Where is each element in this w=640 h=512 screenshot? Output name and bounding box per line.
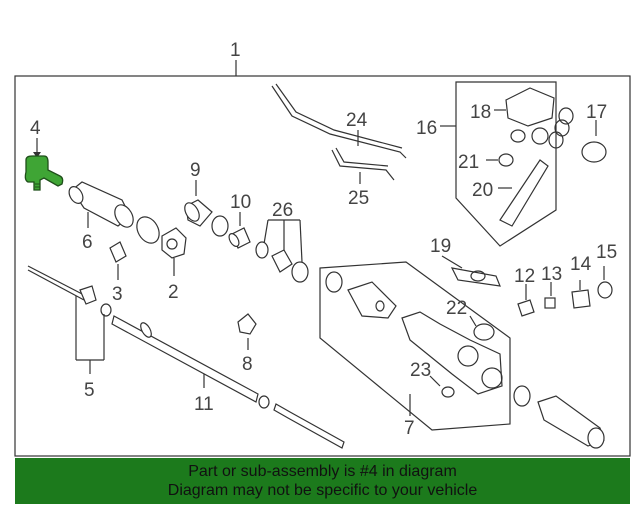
part-19-gasket bbox=[441, 255, 501, 287]
callout-14: 14 bbox=[570, 254, 592, 275]
part-4-tie-rod-end[interactable] bbox=[24, 138, 64, 191]
part-13-nut bbox=[544, 282, 556, 309]
callout-23: 23 bbox=[410, 360, 431, 381]
callout-25: 25 bbox=[348, 188, 369, 209]
right-boot bbox=[513, 385, 605, 449]
banner-line-2: Diagram may not be specific to your vehi… bbox=[167, 482, 478, 499]
part-10-bushing bbox=[228, 212, 251, 249]
callout-21: 21 bbox=[458, 152, 479, 173]
callout-4: 4 bbox=[30, 118, 41, 139]
valve-subassembly-frame bbox=[455, 81, 557, 247]
part-11-rack bbox=[111, 315, 345, 449]
callout-12: 12 bbox=[514, 266, 535, 287]
callout-11: 11 bbox=[194, 394, 214, 415]
callout-24: 24 bbox=[346, 110, 368, 131]
callout-18: 18 bbox=[470, 102, 491, 123]
callout-17: 17 bbox=[586, 102, 607, 123]
callout-26: 26 bbox=[272, 200, 293, 221]
banner-line-1: Part or sub-assembly is #4 in diagram bbox=[188, 463, 457, 480]
part-2-bracket bbox=[161, 227, 187, 276]
callout-22: 22 bbox=[446, 298, 467, 319]
callout-16: 16 bbox=[416, 118, 437, 139]
callout-19: 19 bbox=[430, 236, 451, 257]
callout-8: 8 bbox=[242, 354, 253, 375]
callout-20: 20 bbox=[472, 180, 493, 201]
gear-housing bbox=[325, 271, 503, 395]
part-9-bushing bbox=[184, 180, 229, 237]
part-24-tube bbox=[271, 83, 407, 159]
callout-3: 3 bbox=[112, 284, 123, 305]
callout-5: 5 bbox=[84, 380, 95, 401]
part-3-clip bbox=[109, 241, 127, 280]
part-26-seals bbox=[255, 219, 309, 283]
callout-7: 7 bbox=[404, 418, 415, 439]
part-6-boot bbox=[68, 181, 134, 228]
callout-15: 15 bbox=[596, 242, 617, 263]
callout-10: 10 bbox=[230, 192, 251, 213]
part-17-cap bbox=[581, 120, 607, 163]
part-14-bushing bbox=[571, 280, 591, 309]
part-18-valve-housing bbox=[494, 87, 555, 127]
callout-2: 2 bbox=[168, 282, 179, 303]
part-5-inner-rod bbox=[27, 265, 112, 374]
callout-1: 1 bbox=[230, 40, 241, 61]
clamp-ring bbox=[136, 216, 160, 244]
part-25-tube bbox=[331, 147, 395, 184]
part-21-seal bbox=[486, 129, 526, 167]
callout-9: 9 bbox=[190, 160, 201, 181]
part-22-seal bbox=[469, 315, 495, 341]
housing-subassembly-frame bbox=[319, 261, 511, 431]
part-23-nut bbox=[429, 375, 455, 398]
part-20-valve-shaft bbox=[498, 159, 549, 227]
info-banner: Part or sub-assembly is #4 in diagram Di… bbox=[15, 458, 630, 504]
callout-6: 6 bbox=[82, 232, 93, 253]
callout-13: 13 bbox=[541, 264, 562, 285]
part-8-bushing bbox=[237, 313, 257, 350]
seal-rings bbox=[531, 107, 574, 149]
diagram-frame bbox=[14, 75, 631, 457]
part-12-clip bbox=[517, 284, 535, 317]
part-15-ring bbox=[597, 266, 613, 299]
